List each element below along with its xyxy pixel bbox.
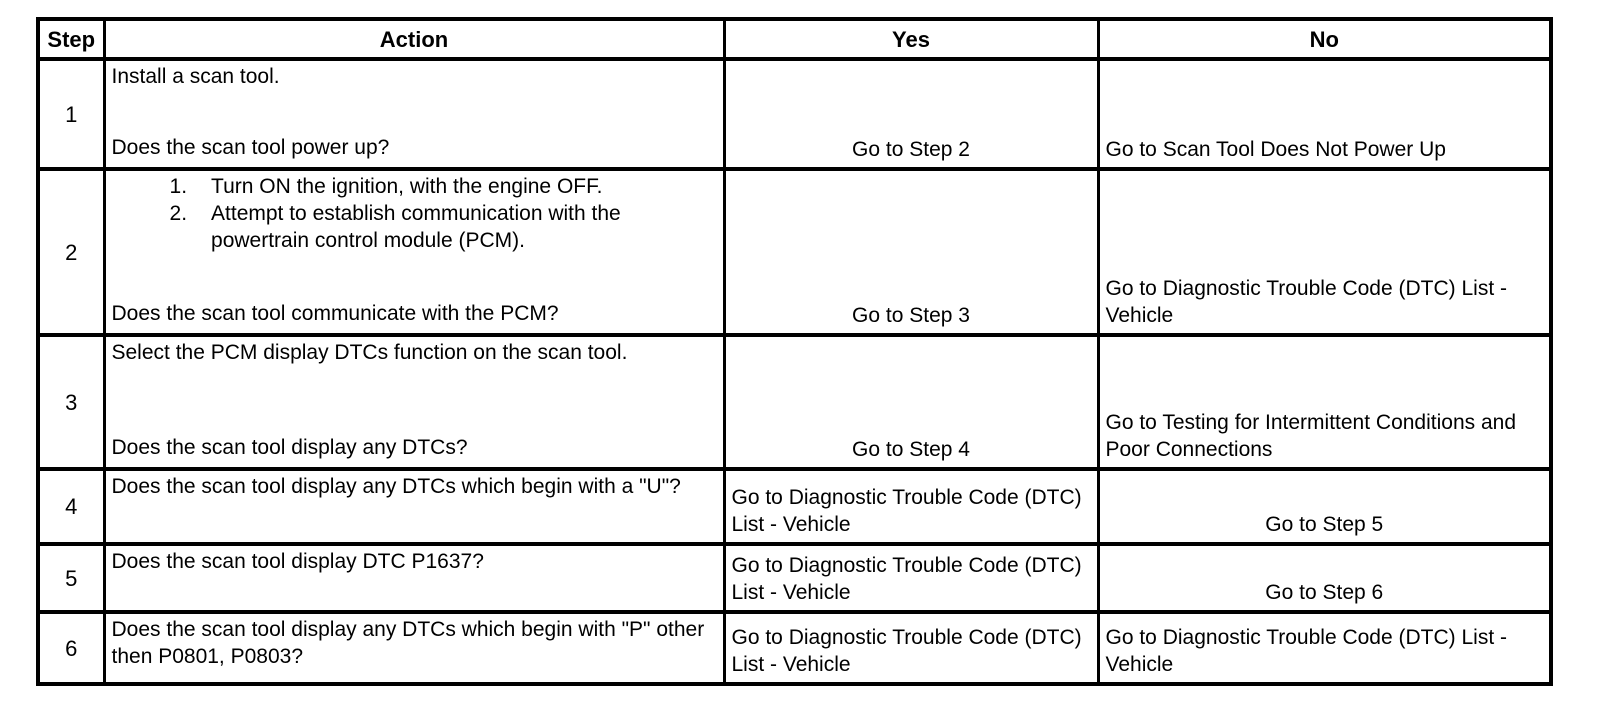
action-content: Does the scan tool display any DTCs whic… <box>107 616 721 678</box>
step-cell: 3 <box>36 333 106 471</box>
action-question: Does the scan tool power up? <box>111 136 390 159</box>
action-list-item: Attempt to establish communication with … <box>112 200 715 254</box>
yes-cell: Go to Step 4 <box>722 333 1100 471</box>
action-content: Does the scan tool display DTC P1637? <box>107 548 721 606</box>
table-row: 1 Install a scan tool. Does the scan too… <box>36 57 1553 171</box>
action-content: Select the PCM display DTCs function on … <box>107 339 721 464</box>
step-cell: 1 <box>36 57 106 171</box>
action-list-item-text: Turn ON the ignition, with the engine OF… <box>211 175 603 198</box>
step-cell: 2 <box>36 167 106 337</box>
yes-cell: Go to Step 3 <box>722 167 1100 337</box>
yes-cell: Go to Diagnostic Trouble Code (DTC) List… <box>722 467 1100 546</box>
yes-cell: Go to Diagnostic Trouble Code (DTC) List… <box>722 542 1100 614</box>
action-intro: Select the PCM display DTCs function on … <box>111 341 628 364</box>
column-header-yes: Yes <box>722 17 1100 61</box>
action-top: Turn ON the ignition, with the engine OF… <box>112 173 715 254</box>
action-content: Does the scan tool display any DTCs whic… <box>107 473 721 538</box>
no-cell: Go to Step 5 <box>1096 467 1553 546</box>
action-cell: Select the PCM display DTCs function on … <box>102 333 726 471</box>
no-cell: Go to Diagnostic Trouble Code (DTC) List… <box>1096 167 1553 337</box>
step-cell: 6 <box>36 610 106 686</box>
action-content: Turn ON the ignition, with the engine OF… <box>107 173 721 330</box>
action-cell: Install a scan tool. Does the scan tool … <box>102 57 726 171</box>
action-cell: Does the scan tool display any DTCs whic… <box>102 467 726 546</box>
table-row: 3 Select the PCM display DTCs function o… <box>36 333 1553 471</box>
action-list: Turn ON the ignition, with the engine OF… <box>112 173 715 254</box>
no-cell: Go to Testing for Intermittent Condition… <box>1096 333 1553 471</box>
action-question: Does the scan tool communicate with the … <box>111 302 559 325</box>
table-row: 5 Does the scan tool display DTC P1637? … <box>36 542 1553 614</box>
action-content: Install a scan tool. Does the scan tool … <box>107 63 721 164</box>
column-header-no: No <box>1096 17 1553 61</box>
action-intro: Install a scan tool. <box>111 65 280 88</box>
table-row: 2 Turn ON the ignition, with the engine … <box>36 167 1553 337</box>
column-header-action: Action <box>102 17 726 61</box>
step-cell: 4 <box>36 467 106 546</box>
diagnostic-step-table: Step Action Yes No 1 Install a scan tool… <box>36 17 1553 686</box>
action-top: Select the PCM display DTCs function on … <box>112 339 715 366</box>
table-row: 4 Does the scan tool display any DTCs wh… <box>36 467 1553 546</box>
action-cell: Does the scan tool display any DTCs whic… <box>102 610 726 686</box>
step-cell: 5 <box>36 542 106 614</box>
action-top: Install a scan tool. <box>112 63 715 90</box>
action-question: Does the scan tool display any DTCs? <box>111 436 468 459</box>
column-header-step: Step <box>36 17 106 61</box>
yes-cell: Go to Step 2 <box>722 57 1100 171</box>
diagnostic-table-container: Step Action Yes No 1 Install a scan tool… <box>36 17 1553 686</box>
no-cell: Go to Step 6 <box>1096 542 1553 614</box>
table-body: 1 Install a scan tool. Does the scan too… <box>36 57 1553 686</box>
no-cell: Go to Diagnostic Trouble Code (DTC) List… <box>1096 610 1553 686</box>
action-question: Does the scan tool display DTC P1637? <box>111 550 484 573</box>
action-list-item: Turn ON the ignition, with the engine OF… <box>112 173 715 200</box>
action-cell: Turn ON the ignition, with the engine OF… <box>102 167 726 337</box>
no-cell: Go to Scan Tool Does Not Power Up <box>1096 57 1553 171</box>
action-list-item-text: Attempt to establish communication with … <box>211 202 621 252</box>
header-row: Step Action Yes No <box>36 17 1553 61</box>
action-question: Does the scan tool display any DTCs whic… <box>111 618 705 668</box>
action-cell: Does the scan tool display DTC P1637? <box>102 542 726 614</box>
action-question: Does the scan tool display any DTCs whic… <box>111 475 681 498</box>
yes-cell: Go to Diagnostic Trouble Code (DTC) List… <box>722 610 1100 686</box>
table-row: 6 Does the scan tool display any DTCs wh… <box>36 610 1553 686</box>
